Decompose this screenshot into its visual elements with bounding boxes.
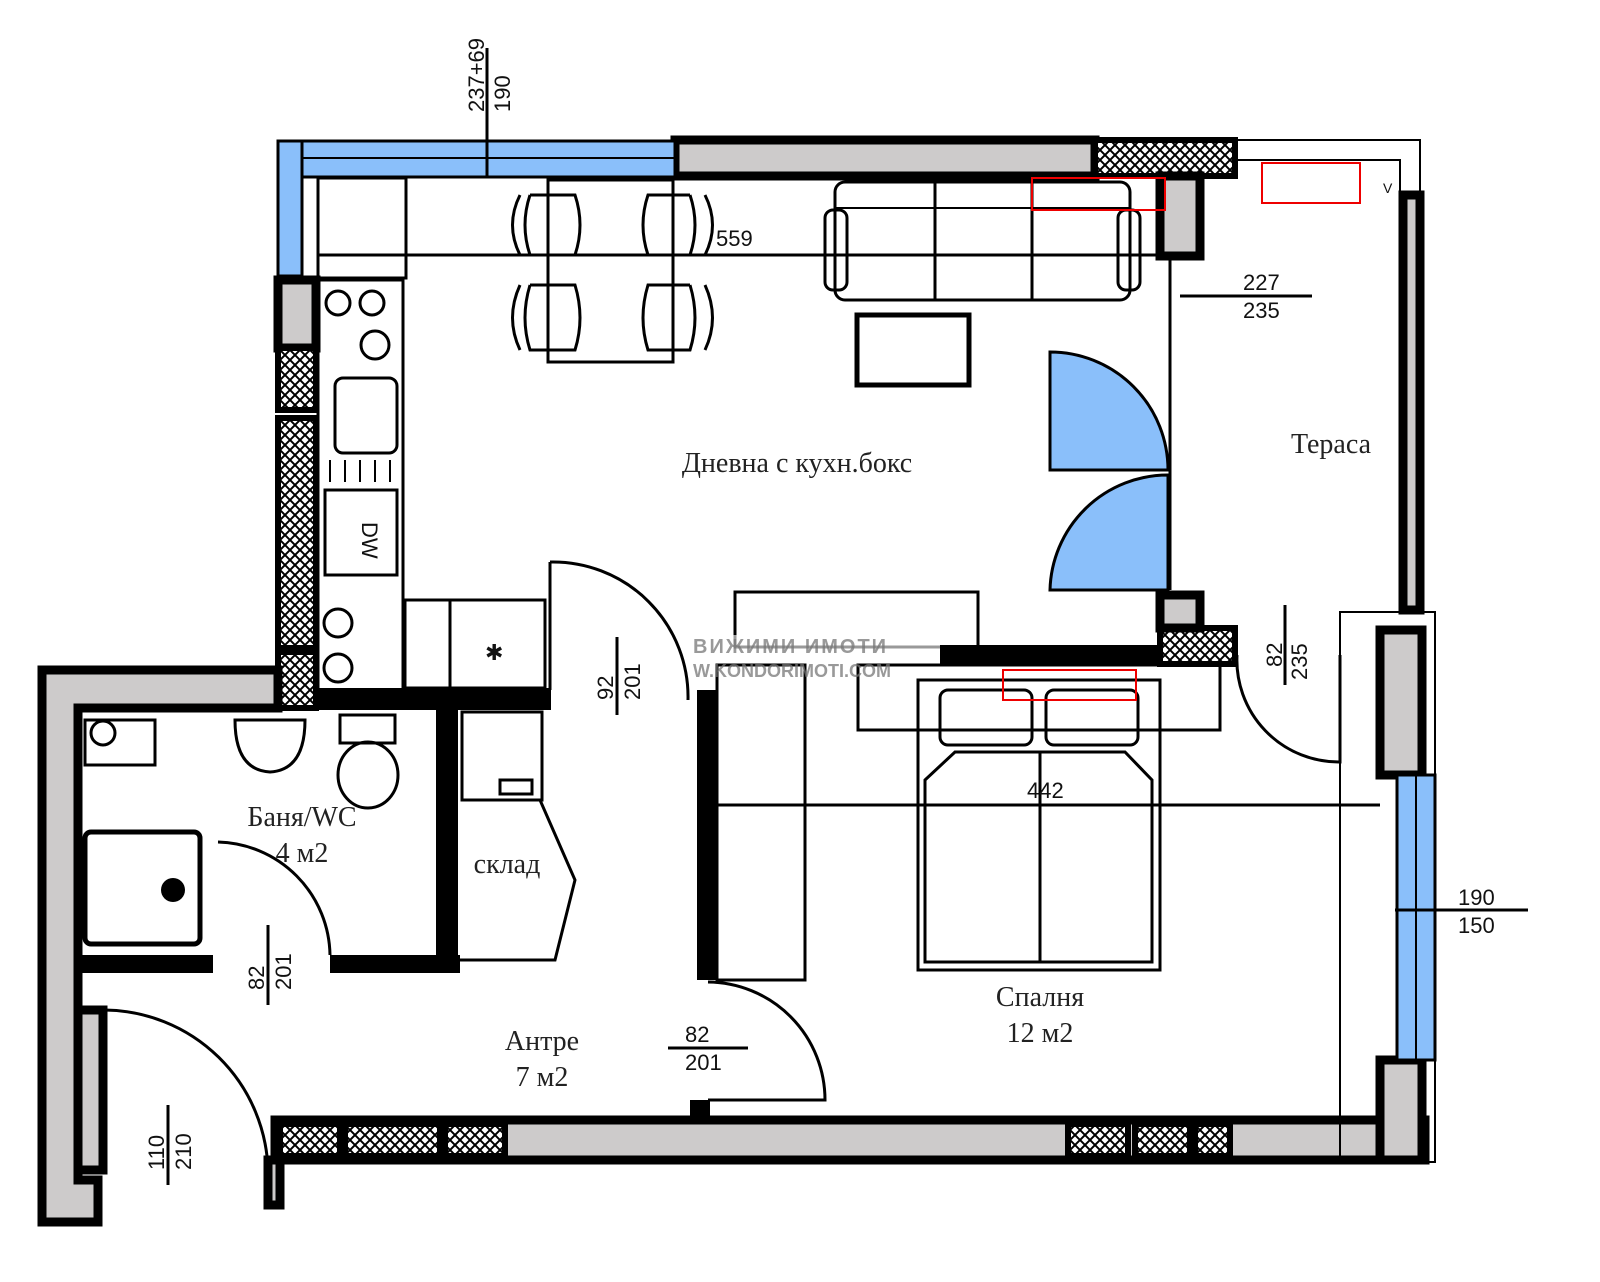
dim-living-width: 559: [716, 226, 753, 251]
dim-terrace-door-a: 227: [1243, 270, 1280, 295]
doors: [104, 560, 1342, 1171]
dimension-lines: [166, 48, 1528, 1185]
watermark: ВИЖИМИ ИМОТИ W.KONDORIMOTI.COM: [690, 635, 940, 681]
dim-top-window-a: 237+69: [464, 38, 489, 112]
dim-bath-door-a: 82: [244, 966, 269, 990]
dim-bedroom-terrace-b: 235: [1287, 643, 1312, 680]
dim-bedroom-window-b: 150: [1458, 913, 1495, 938]
room-storage: склад: [474, 849, 541, 880]
exterior-walls: [37, 135, 1436, 1227]
kitchen-counter: DW ✱: [316, 176, 547, 692]
dim-bedroom-terrace-a: 82: [1262, 643, 1287, 667]
room-bath: Баня/WC: [247, 802, 356, 833]
dishwasher-label: DW: [357, 522, 382, 559]
dim-bedroom-door-b: 201: [685, 1050, 722, 1075]
room-bedroom: Спалня: [996, 982, 1084, 1013]
room-bath-area: 4 м2: [276, 838, 329, 869]
dim-top-window-b: 190: [490, 75, 515, 112]
room-terrace: Тераса: [1291, 429, 1372, 460]
room-hall-area: 7 м2: [516, 1062, 569, 1093]
dim-entry-door-a: 110: [144, 1135, 169, 1170]
room-hall: Антре: [505, 1026, 579, 1057]
dim-living-door-a: 92: [593, 676, 618, 700]
room-bedroom-area: 12 м2: [1007, 1018, 1074, 1049]
bathroom-fixtures: [82, 710, 577, 962]
dim-living-door-b: 201: [620, 663, 645, 700]
sofa: V: [823, 162, 1393, 388]
watermark-line2: W.KONDORIMOTI.COM: [693, 661, 891, 681]
ac-label: V: [1383, 180, 1393, 196]
dining-table: [318, 178, 1170, 364]
dim-bedroom-width: 442: [1027, 778, 1064, 803]
bed: [715, 590, 1380, 982]
fridge-icon: ✱: [485, 640, 503, 665]
dim-bedroom-window-a: 190: [1458, 885, 1495, 910]
dim-bath-door-b: 201: [271, 953, 296, 990]
dim-terrace-door-b: 235: [1243, 298, 1280, 323]
windows: [276, 139, 1437, 1062]
room-living: Дневна с кухн.бокс: [682, 448, 912, 479]
watermark-line1: ВИЖИМИ ИМОТИ: [693, 636, 888, 658]
dim-bedroom-door-a: 82: [685, 1022, 709, 1047]
dim-entry-door-b: 210: [171, 1133, 196, 1170]
